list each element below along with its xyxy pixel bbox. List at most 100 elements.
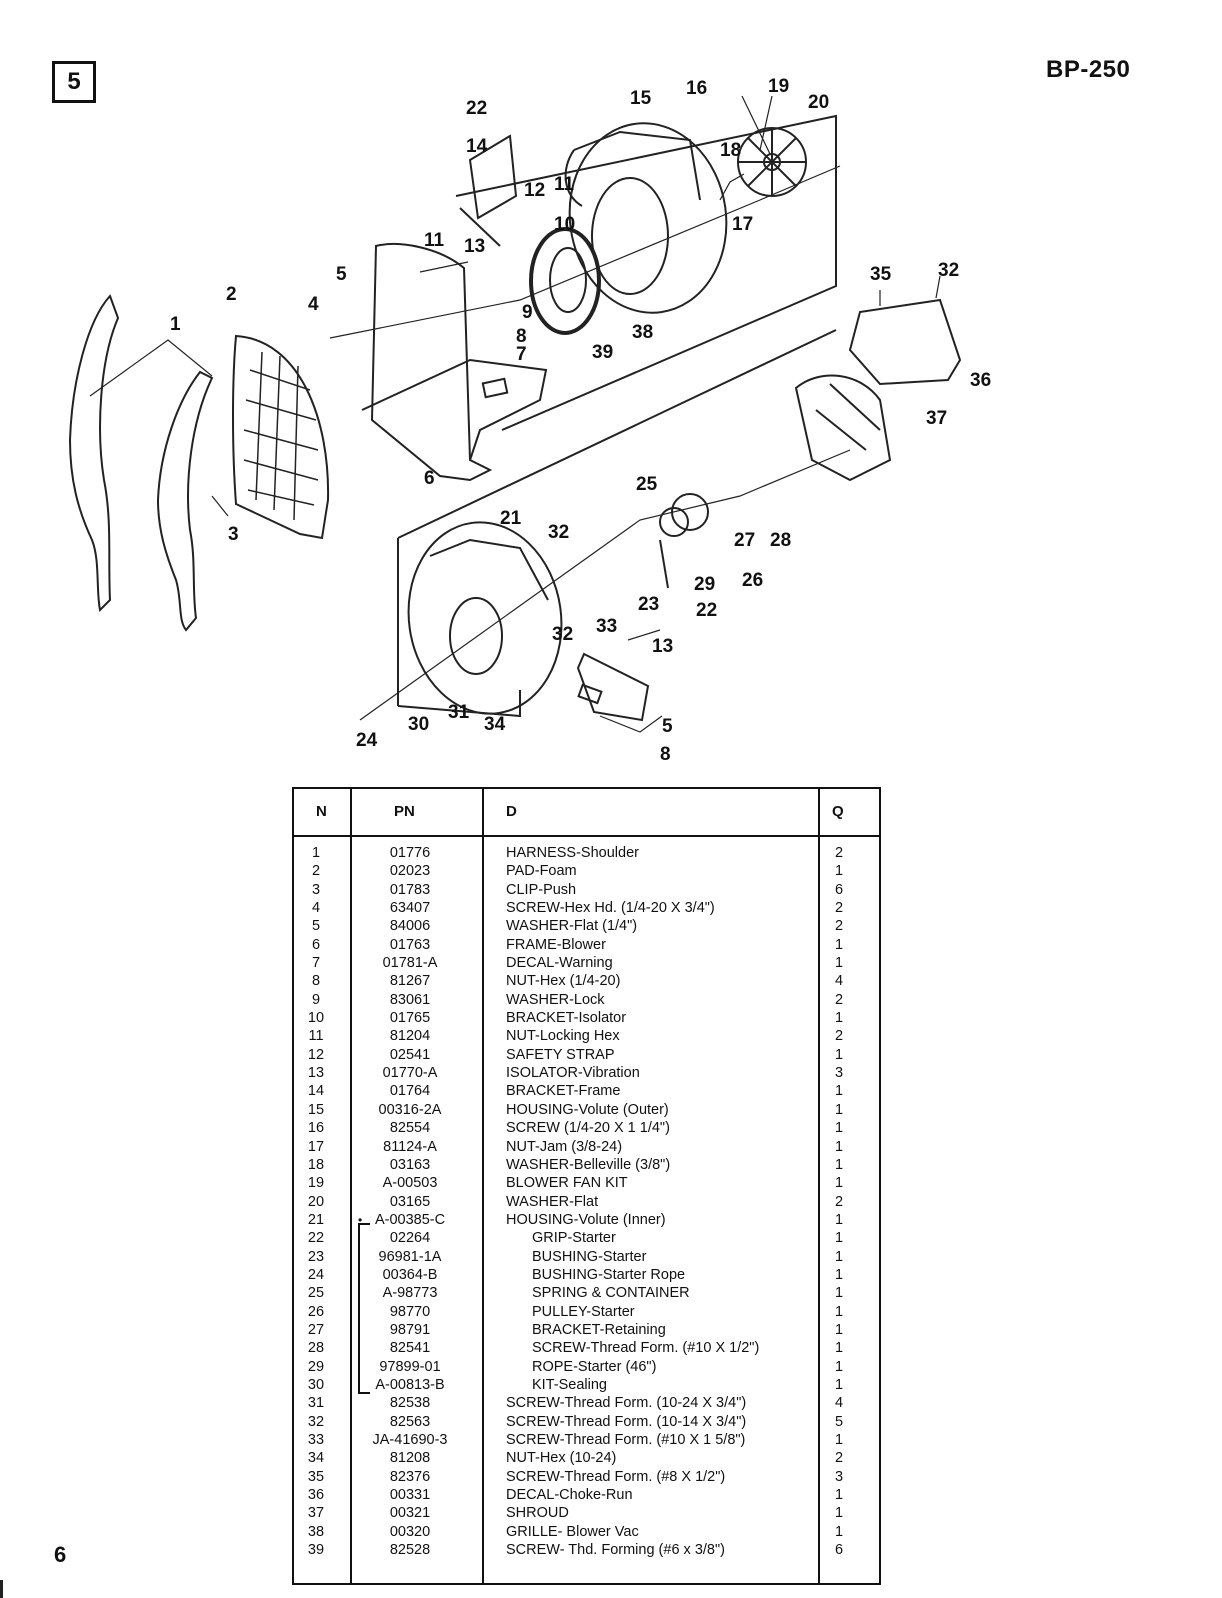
part-number: 82541 (389, 1340, 431, 1357)
row-number: 33 (307, 1432, 325, 1448)
part-number: 02541 (389, 1046, 431, 1063)
callout-20: 20 (808, 92, 829, 113)
row-number: 7 (311, 955, 321, 972)
part-description: ISOLATOR-Vibration (506, 1065, 640, 1082)
part-description: WASHER-Flat (1/4") (506, 918, 638, 935)
frame-blower (370, 243, 493, 482)
row-number: 37 (307, 1505, 325, 1522)
row-number: 22 (307, 1230, 325, 1247)
part-number: 82538 (389, 1395, 431, 1412)
quantity: 1 (834, 1432, 844, 1448)
part-number: 01776 (389, 845, 431, 861)
part-description: SCREW-Thread Form. (#10 X 1 5/8") (506, 1432, 746, 1448)
harness-strap-right (156, 370, 214, 632)
quantity: 1 (834, 1083, 844, 1100)
part-number: 02023 (389, 863, 431, 880)
part-number: A-00385-C (374, 1211, 446, 1228)
part-description: WASHER-Belleville (3/8") (506, 1156, 671, 1173)
callout-6: 6 (424, 468, 435, 489)
part-description: WASHER-Flat (506, 1193, 599, 1210)
quantity: 2 (834, 900, 844, 917)
callout-9: 9 (522, 302, 533, 323)
row-number: 10 (307, 1010, 325, 1027)
engine-shroud (848, 298, 962, 386)
row-number: 19 (307, 1175, 325, 1192)
part-description: SCREW-Thread Form. (#10 X 1/2") (532, 1340, 760, 1357)
part-number: 81204 (389, 1028, 431, 1045)
part-number: A-98773 (382, 1285, 438, 1302)
callout-11a: 11 (424, 230, 445, 251)
callout-22a: 22 (466, 98, 487, 119)
part-description: BUSHING-Starter (532, 1248, 647, 1265)
callout-3: 3 (228, 524, 239, 545)
part-description: DECAL-Warning (506, 955, 613, 972)
callout-5: 5 (336, 264, 347, 285)
part-description: HOUSING-Volute (Outer) (506, 1101, 669, 1118)
row-number: 15 (307, 1101, 325, 1118)
callout-21: 21 (500, 508, 522, 529)
inner-volute-housing (407, 521, 563, 715)
harness-strap-left (68, 294, 120, 613)
callout-5b: 5 (662, 716, 673, 737)
part-number: 81267 (389, 973, 431, 990)
quantity: 2 (834, 991, 844, 1008)
row-number: 12 (307, 1046, 325, 1063)
row-number: 35 (307, 1468, 325, 1485)
quantity: 4 (834, 1395, 844, 1412)
part-number: 01765 (389, 1010, 431, 1027)
row-number: 16 (307, 1120, 325, 1137)
quantity: 1 (834, 1156, 844, 1173)
exploded-parts-diagram: 1 2 3 4 5 6 7 8 9 10 11 11 12 13 14 15 1… (68, 76, 991, 765)
quantity: 1 (834, 1175, 844, 1192)
callout-36: 36 (970, 370, 991, 391)
row-number: 20 (307, 1193, 325, 1210)
part-description: SCREW- Thd. Forming (#6 x 3/8") (506, 1542, 725, 1559)
callout-32c: 32 (938, 260, 959, 281)
row-number: 31 (307, 1395, 325, 1412)
row-number: 21 (307, 1211, 325, 1228)
callout-32a: 32 (548, 522, 569, 543)
part-number: JA-41690-3 (372, 1432, 448, 1448)
row-number: 6 (311, 936, 321, 953)
quantity: 1 (834, 1358, 844, 1375)
header-n: N (316, 803, 327, 820)
header-pn: PN (394, 803, 415, 820)
part-number: 84006 (389, 918, 431, 935)
part-description: HOUSING-Volute (Inner) (506, 1211, 666, 1228)
quantity: 5 (834, 1413, 844, 1430)
bracket-frame (468, 134, 518, 220)
section-number-box: 5 (52, 61, 96, 103)
row-number: 27 (307, 1321, 325, 1338)
part-number: 02264 (389, 1230, 431, 1247)
callout-1: 1 (170, 314, 181, 335)
part-number: 63407 (389, 900, 431, 917)
callout-11b: 11 (554, 174, 575, 195)
callout-33: 33 (596, 616, 617, 637)
quantity: 1 (834, 1303, 844, 1320)
part-number: 82554 (389, 1120, 431, 1137)
callout-34: 34 (484, 714, 506, 735)
part-description: SAFETY STRAP (506, 1046, 615, 1063)
part-number: 00320 (389, 1523, 431, 1540)
row-number: 39 (307, 1542, 325, 1559)
part-number: 01783 (389, 881, 431, 898)
row-number: 4 (311, 900, 321, 917)
callout-37: 37 (926, 408, 947, 429)
callout-7: 7 (516, 344, 527, 365)
quantity: 1 (834, 1523, 844, 1540)
row-number: 38 (307, 1523, 325, 1540)
quantity: 1 (834, 1230, 844, 1247)
quantity: 3 (834, 1065, 844, 1082)
